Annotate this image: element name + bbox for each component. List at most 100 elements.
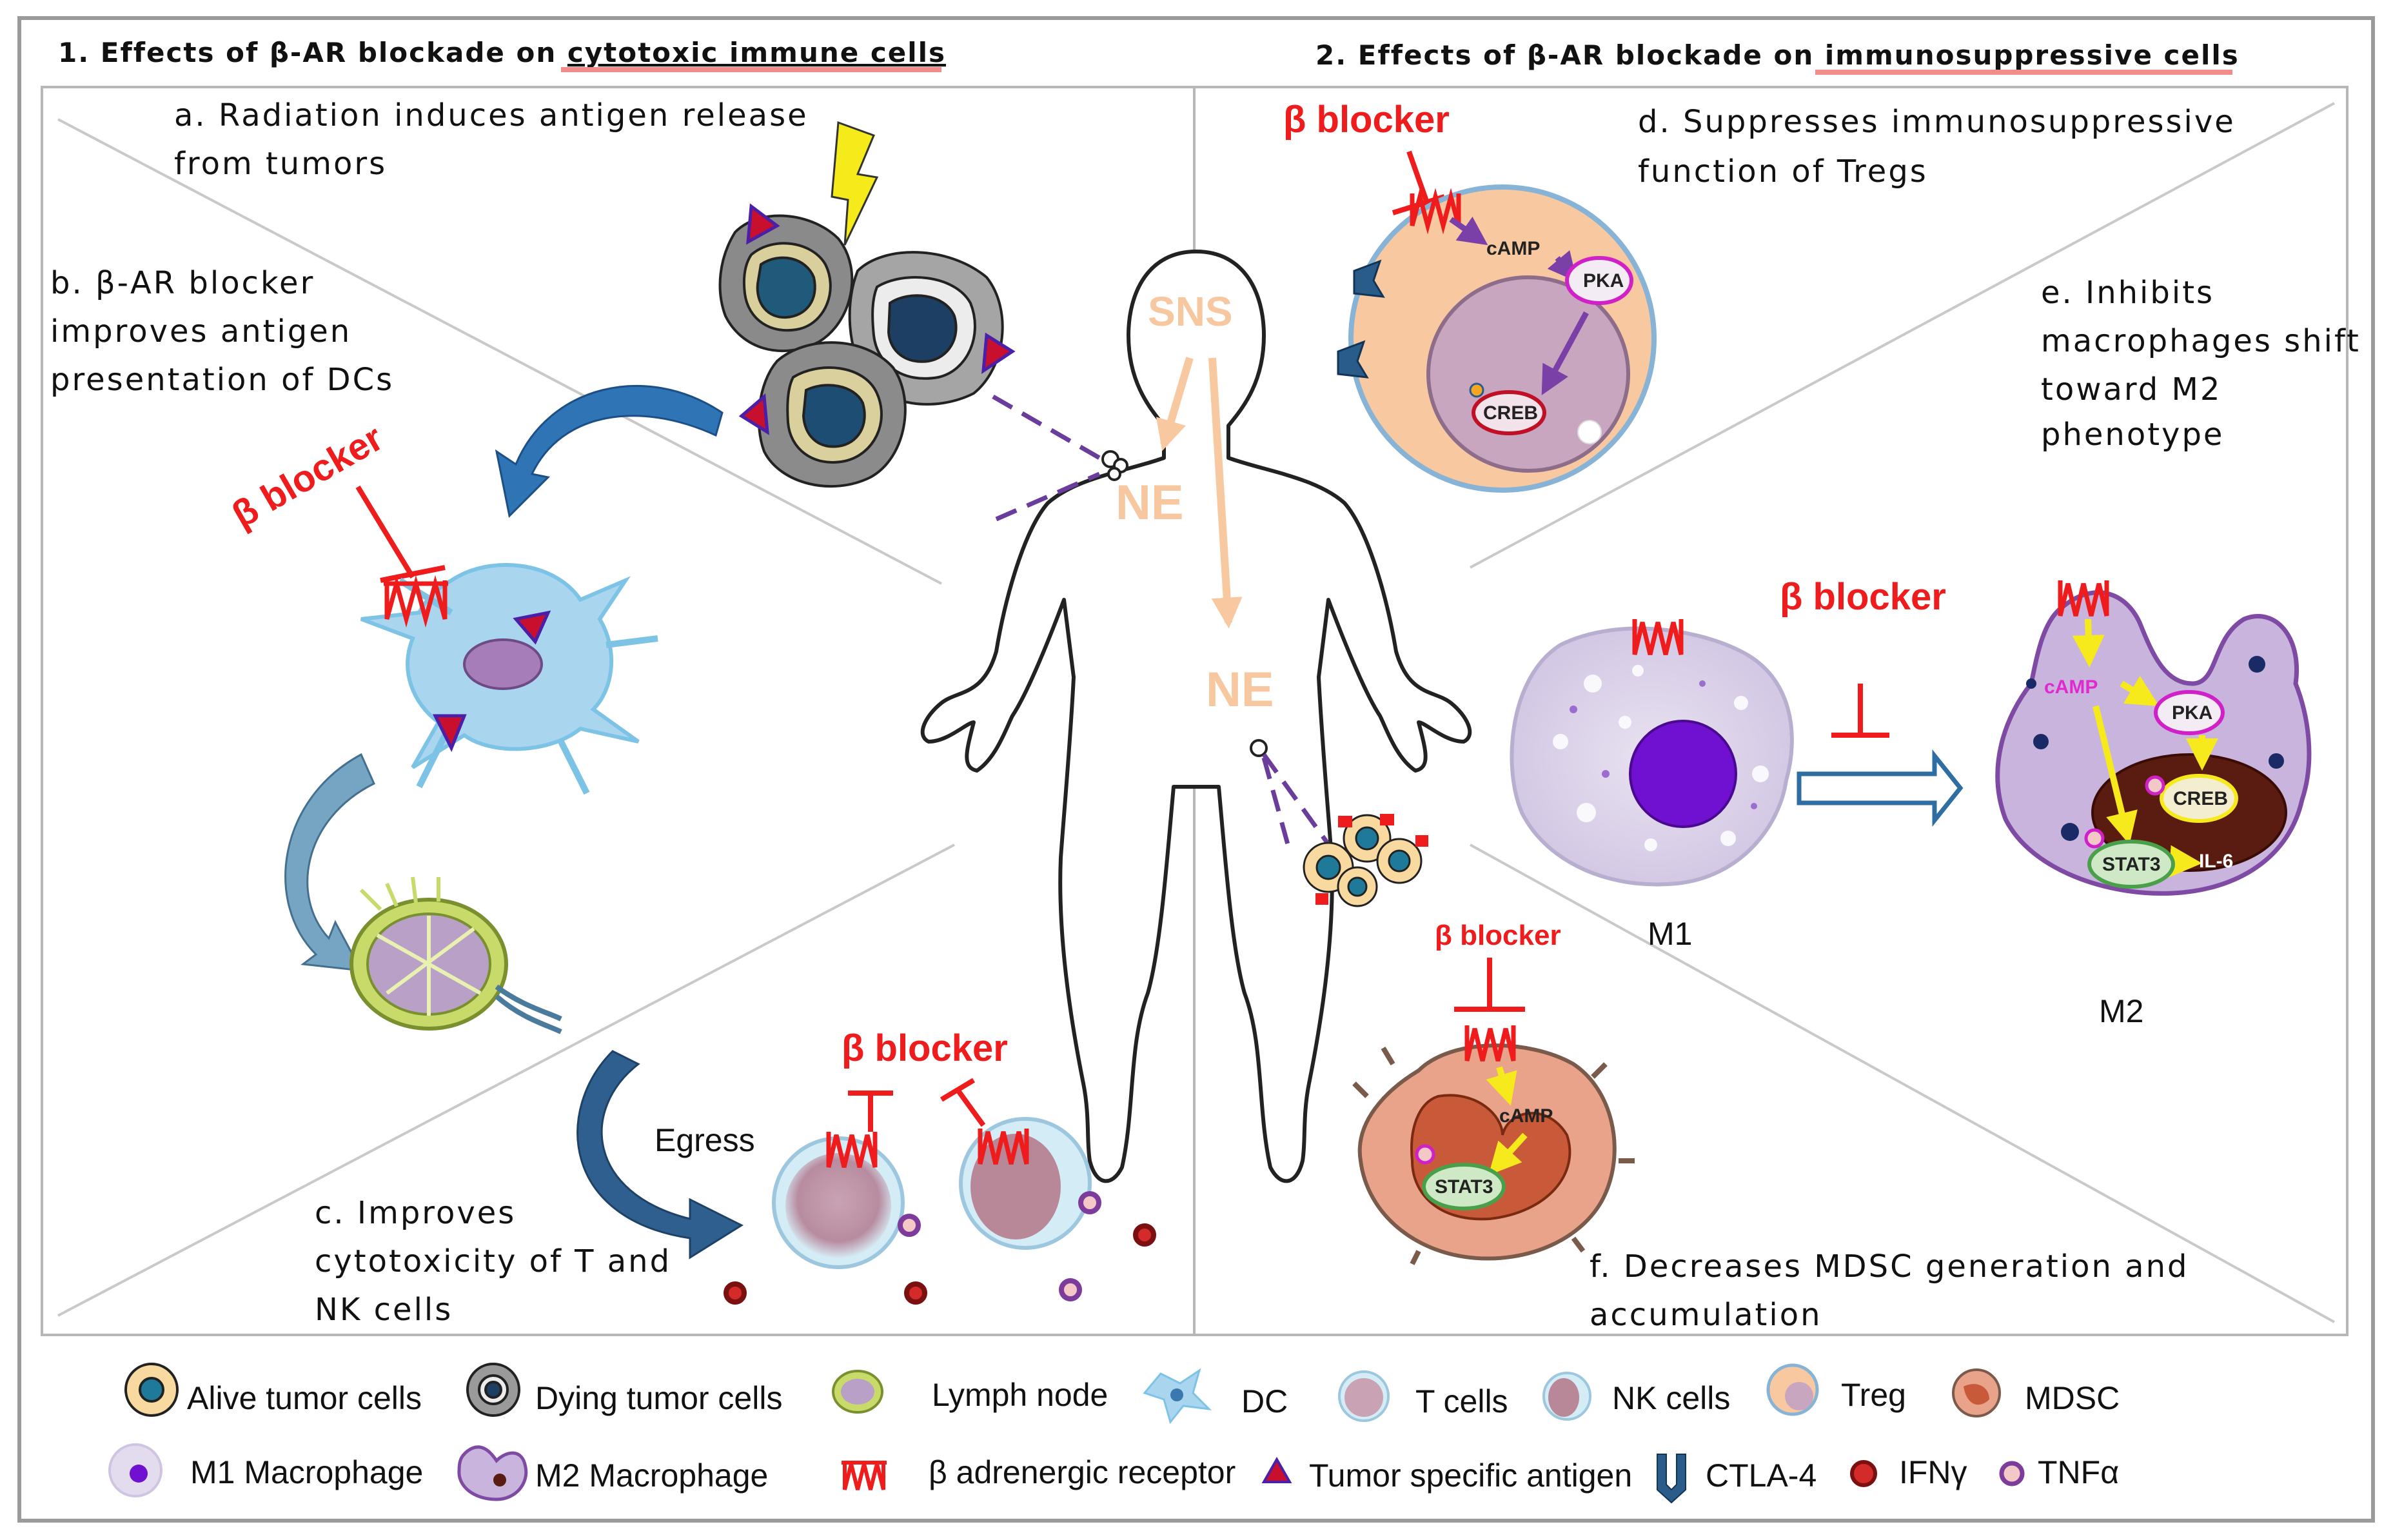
receptors-tcells: [826, 1129, 1029, 1168]
svg-text:STAT3: STAT3: [1435, 1176, 1493, 1198]
legend-label-m2-macrophage: M2 Macrophage: [535, 1457, 768, 1494]
dying-tumor-cell: [757, 341, 907, 488]
legend-icon-mdsc: [1952, 1368, 2001, 1417]
outer-frame: [17, 16, 2375, 1523]
header-left: 1. Effects of β-AR blockade on cytotoxic…: [58, 37, 946, 72]
lymph-node: [350, 876, 562, 1034]
legend-icon-ifn: [1850, 1460, 1877, 1487]
legend-label-ifn: IFNγ: [1899, 1454, 1967, 1490]
svg-text:STAT3: STAT3: [2102, 854, 2161, 875]
header-right-emphasis: immunosuppressive cells: [1825, 39, 2240, 71]
tumor-antigen-markers-b: [432, 610, 551, 753]
legend-label-ctla4: CTLA-4: [1706, 1457, 1817, 1494]
mdsc-pathway: [1486, 1066, 1528, 1176]
receptor-m1: [1632, 619, 1684, 655]
legend-label-beta-receptor: β adrenergic receptor: [929, 1454, 1236, 1490]
t-cell: [772, 1136, 905, 1269]
legend-icon-ctla4: [1657, 1454, 1686, 1504]
legend-label-tumor-antigen: Tumor specific antigen: [1309, 1457, 1632, 1494]
m1-label: M1: [1648, 916, 1692, 952]
legend-icon-nk-cell: [1542, 1372, 1591, 1421]
creb-m2: CREB: [2160, 774, 2238, 823]
legend-label-treg: Treg: [1841, 1377, 1906, 1413]
receptor-m2: [2058, 580, 2109, 617]
blocker-label-tcells: β blocker: [842, 1027, 1008, 1069]
lightning-bolt: [831, 121, 879, 246]
legend-icon-m1-macrophage: [108, 1443, 162, 1497]
legend-label-m1-macrophage: M1 Macrophage: [190, 1454, 423, 1490]
legend-label-nk-cell: NK cells: [1612, 1380, 1730, 1416]
diagonal-dividers: [57, 102, 2335, 1323]
camp-label-mdsc: cAMP: [1499, 1105, 1553, 1127]
legend-label-dc: DC: [1241, 1383, 1288, 1419]
inhibition-bar-mdsc: [1454, 958, 1525, 1012]
alive-tumor-cluster: [1303, 814, 1423, 907]
legend-icon-t-cell: [1338, 1370, 1390, 1422]
stat3-m2: STAT3: [2087, 840, 2175, 889]
blocker-label-dc: β blocker: [225, 417, 390, 536]
receptors-tumor-cluster: [1315, 814, 1428, 905]
arrow-egress: [576, 1050, 744, 1259]
legend-label-lymph-node: Lymph node: [932, 1377, 1108, 1413]
camp-label-treg: cAMP: [1486, 238, 1540, 259]
blocker-label-mdsc: β blocker: [1435, 920, 1561, 951]
treg-phospho: [1469, 382, 1484, 398]
dashed-links: [992, 394, 1340, 860]
stat3-mdsc: STAT3: [1422, 1163, 1506, 1210]
arrow-m1-to-m2: [1797, 749, 1964, 827]
m2-macrophage: [1995, 590, 2312, 896]
header-left-emphasis: cytotoxic immune cells: [567, 37, 946, 68]
pka-treg: PKA: [1565, 256, 1633, 305]
legend: Alive tumor cells Dying tumor cells Lymp…: [108, 1363, 2120, 1504]
mdsc-cell: [1352, 1043, 1635, 1265]
blocker-label-macrophage: β blocker: [1780, 576, 1946, 618]
receptor-mdsc: [1464, 1025, 1516, 1061]
creb-treg: CREB: [1472, 390, 1546, 435]
body-site-markers: [1101, 450, 1268, 757]
tumor-antigen-markers-a: [738, 203, 1016, 435]
header-right: 2. Effects of β-AR blockade on immunosup…: [1315, 39, 2240, 75]
svg-text:PKA: PKA: [1583, 270, 1624, 291]
receptor-treg: [1410, 188, 1461, 235]
legend-icon-m2-macrophage: [457, 1445, 528, 1501]
phospho-mdsc: [1415, 1144, 1435, 1165]
dendritic-cell: [360, 563, 658, 795]
dying-tumor-cluster: [718, 214, 1004, 488]
camp-label-m2: cAMP: [2044, 676, 2098, 698]
pka-m2: PKA: [2154, 690, 2225, 735]
ne-label-upper: NE: [1116, 475, 1184, 530]
arrow-tumor-to-dc: [495, 385, 724, 518]
legend-label-tnf: TNFα: [2038, 1454, 2119, 1490]
il6-label: IL-6: [2199, 851, 2233, 872]
ne-release-arrows: [1156, 357, 1243, 629]
phospho-m2: [2084, 775, 2165, 849]
legend-label-dying-tumor: Dying tumor cells: [535, 1380, 782, 1416]
human-body-outline: [920, 250, 1472, 1183]
ne-label-lower: NE: [1206, 662, 1274, 717]
cytokine-dots-c: [724, 1191, 1156, 1305]
inhibition-bar-macrophage: [1831, 684, 1889, 738]
legend-icon-dc: [1143, 1368, 1212, 1425]
legend-label-t-cell: T cells: [1415, 1383, 1508, 1419]
svg-text:2. Effects of β-AR blockade on: 2. Effects of β-AR blockade on immunosup…: [1315, 39, 2240, 71]
legend-icon-dying-tumor: [466, 1363, 520, 1417]
m2-label: M2: [2099, 993, 2143, 1029]
treg-vesicle: [1577, 420, 1602, 444]
legend-icon-lymph-node: [832, 1370, 883, 1414]
legend-icon-tnf: [1999, 1461, 2025, 1486]
treg-cell: [1348, 184, 1657, 493]
egress-label: Egress: [655, 1122, 755, 1158]
svg-text:CREB: CREB: [2173, 788, 2228, 809]
svg-text:PKA: PKA: [2172, 702, 2212, 724]
legend-label-alive-tumor: Alive tumor cells: [187, 1380, 422, 1416]
legend-icon-alive-tumor: [124, 1363, 179, 1417]
blocker-label-treg: β blocker: [1283, 99, 1450, 141]
ctla4-markers: [1337, 259, 1385, 379]
legend-icon-tumor-antigen: [1261, 1456, 1292, 1483]
m1-macrophage: [1510, 626, 1794, 887]
